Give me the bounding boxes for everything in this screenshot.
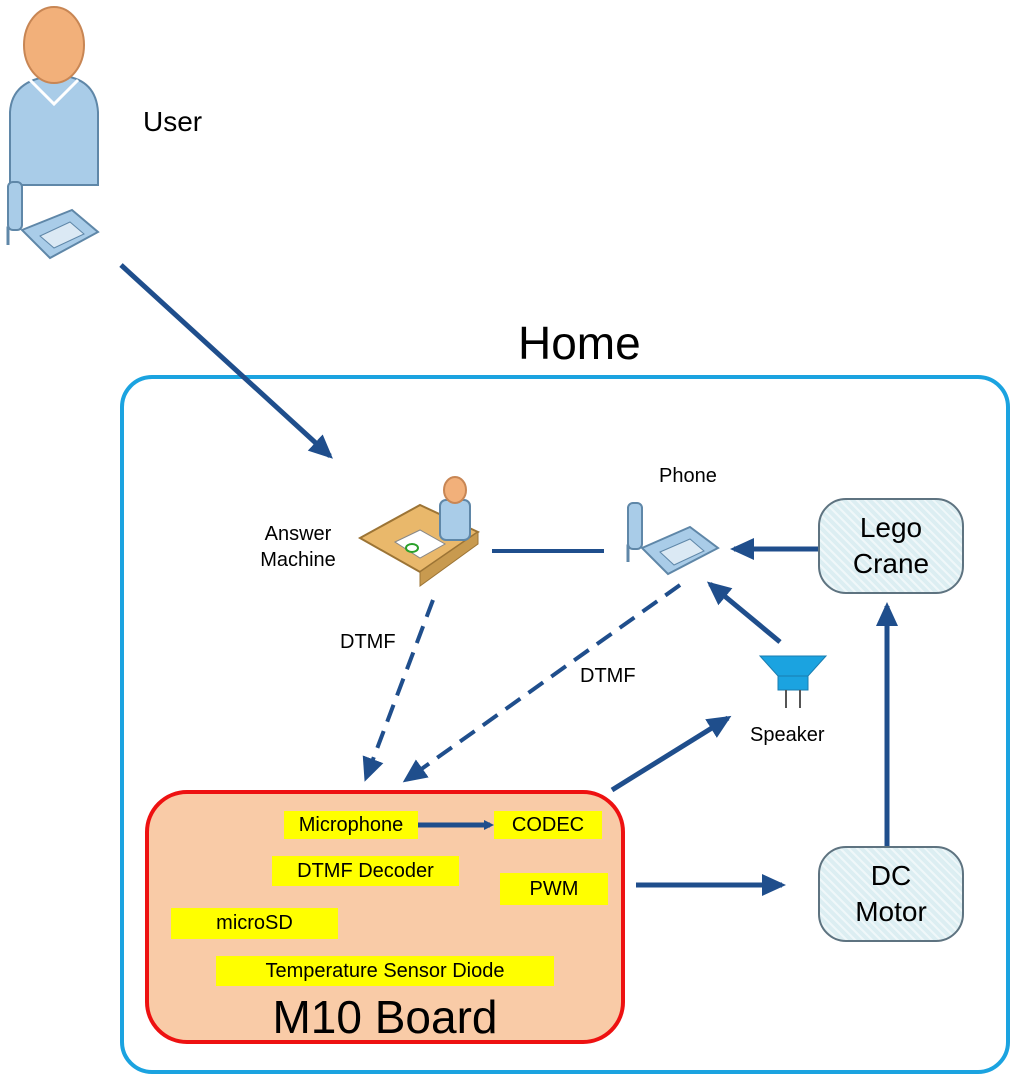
speaker-to-phone-arrow (706, 581, 782, 644)
lego-crane-line2: Crane (852, 548, 930, 579)
codec-chip: CODEC (494, 811, 602, 839)
dtmf-answer-machine-to-board-arrow (362, 599, 435, 782)
user-to-answer-machine-arrow (119, 263, 333, 459)
dtmf-left-label: DTMF (340, 631, 396, 653)
answer-machine-label-line2: Machine (260, 549, 336, 571)
dc-motor-node: DC Motor (818, 846, 964, 942)
dtmf-decoder-chip: DTMF Decoder (272, 856, 459, 886)
dtmf-right-label: DTMF (580, 665, 636, 687)
board-title: M10 Board (272, 991, 498, 1043)
temperature-sensor-chip: Temperature Sensor Diode (216, 956, 554, 986)
speaker-icon (758, 655, 828, 708)
user-label: User (143, 106, 203, 137)
dtmf-phone-to-board-arrow (402, 583, 682, 783)
lego-crane-line1: Lego (859, 512, 923, 543)
home-container (120, 375, 1010, 1074)
microphone-chip: Microphone (284, 811, 418, 839)
answer-machine-label-line1: Answer (264, 523, 332, 545)
home-phone-icon (626, 502, 720, 576)
speaker-label: Speaker (750, 724, 825, 746)
home-title: Home (518, 317, 641, 369)
pwm-chip: PWM (500, 873, 608, 905)
phone-label: Phone (659, 465, 717, 487)
user-phone-icon (6, 181, 100, 260)
answer-machine-icon (357, 476, 481, 587)
dc-motor-line1: DC (870, 860, 912, 891)
answer-machine-label: Answer Machine (240, 521, 356, 573)
user-person-icon (9, 6, 99, 186)
dc-motor-line2: Motor (855, 896, 927, 927)
board-to-speaker-arrow (610, 715, 732, 793)
lego-crane-node: Lego Crane (818, 498, 964, 594)
microsd-chip: microSD (171, 908, 338, 939)
